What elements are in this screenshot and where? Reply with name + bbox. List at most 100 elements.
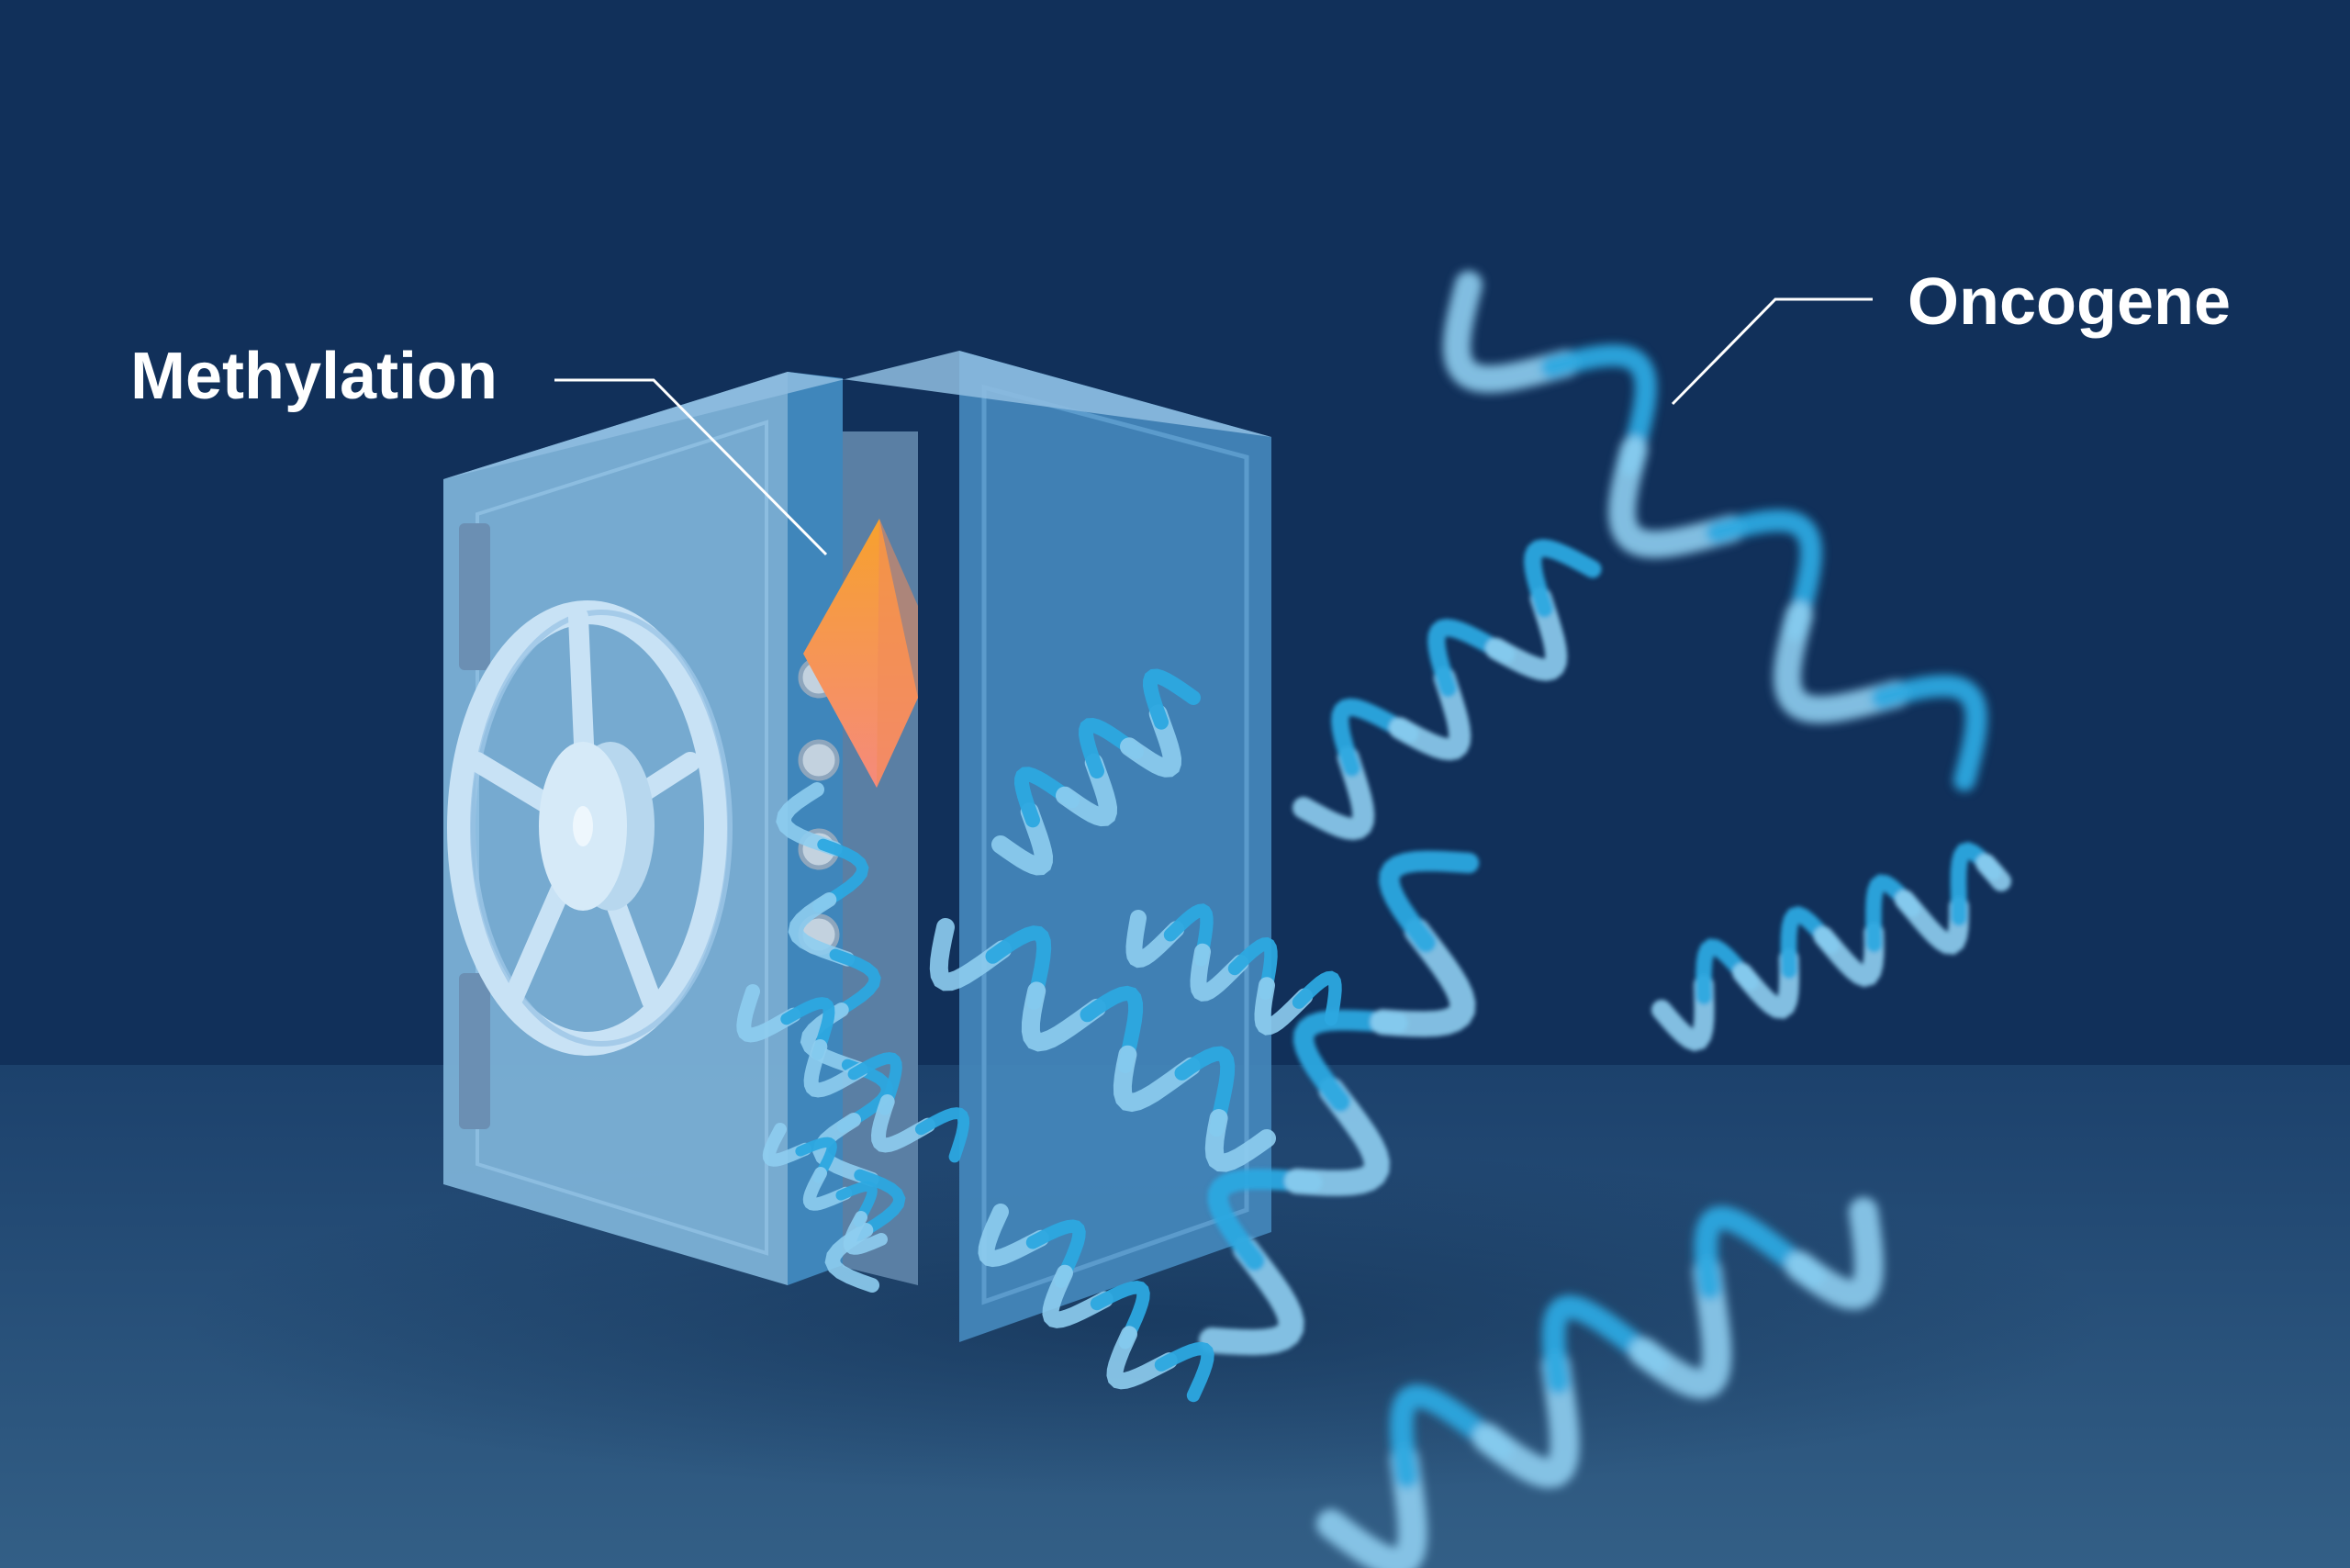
dna-ribbon-segment bbox=[1695, 938, 1759, 1005]
dna-ribbon-segment bbox=[1125, 910, 1185, 969]
dna-helix-icon bbox=[991, 668, 1201, 876]
dna-ribbon-segment bbox=[843, 1211, 888, 1255]
dna-ribbon-segment bbox=[1080, 985, 1144, 1074]
dna-ribbon-segment bbox=[1227, 936, 1278, 1001]
dna-ribbon-segment bbox=[1370, 918, 1476, 1037]
dna-ribbon-segment bbox=[1608, 436, 1746, 558]
dna-helix-icon bbox=[1443, 271, 1987, 791]
dna-ribbon-segment bbox=[812, 838, 869, 913]
dna-ribbon-segment bbox=[1389, 666, 1472, 761]
dna-ribbon-segment bbox=[1472, 1350, 1580, 1489]
dna-ribbon-segment bbox=[1025, 1219, 1086, 1288]
dna-ribbon-segment bbox=[1120, 704, 1182, 778]
dna-ribbon-segment bbox=[1541, 1294, 1670, 1394]
dna-ribbon-segment bbox=[1292, 1009, 1408, 1113]
safe-hinge-bottom bbox=[459, 973, 490, 1129]
safe-side-inset bbox=[981, 384, 1249, 1305]
dna-ribbon-segment bbox=[776, 782, 843, 857]
dna-ribbon-segment bbox=[1894, 890, 1969, 955]
dna-ribbon-segment bbox=[736, 984, 801, 1043]
dna-ribbon-segment bbox=[1379, 850, 1480, 953]
dna-ribbon-segment bbox=[1706, 510, 1822, 642]
dna-helix-icon bbox=[776, 782, 906, 1293]
dna-ribbon-segment bbox=[1078, 717, 1144, 778]
dna-ribbon-segment bbox=[1389, 1383, 1514, 1489]
dna-helices bbox=[736, 271, 2011, 1568]
dna-ribbon-segment bbox=[1732, 948, 1799, 1019]
dna-ribbon-segment bbox=[1056, 753, 1118, 827]
dna-helix-icon bbox=[1316, 1197, 1885, 1568]
dna-ribbon-segment bbox=[1154, 1341, 1214, 1403]
dna-helix-icon bbox=[762, 1123, 888, 1255]
dna-ribbon-segment bbox=[929, 918, 1012, 991]
dna-helix-icon bbox=[1199, 850, 1480, 1356]
dna-ribbon-segment bbox=[1540, 344, 1657, 476]
dna-ribbon-segment bbox=[1113, 1045, 1201, 1113]
dna-ribbon-segment bbox=[1204, 1109, 1276, 1172]
dna-ribbon-segment bbox=[1284, 1077, 1390, 1196]
dna-ribbon-segment bbox=[1292, 970, 1342, 1026]
dna-helix-icon bbox=[929, 918, 1276, 1172]
dna-ribbon-segment bbox=[1207, 1169, 1323, 1271]
dna-ribbon-segment bbox=[870, 1094, 935, 1153]
dna-helix-icon bbox=[736, 984, 970, 1163]
safe-hinge-top bbox=[459, 523, 490, 670]
dna-ribbon-segment bbox=[1427, 618, 1516, 698]
dna-ribbon-segment bbox=[1090, 1281, 1150, 1350]
dna-ribbon-segment bbox=[1524, 539, 1602, 618]
safe-wheel-icon bbox=[447, 600, 733, 1056]
dna-ribbon-segment bbox=[795, 1137, 837, 1183]
dna-ribbon-segment bbox=[1694, 1205, 1826, 1300]
dna-helix-icon bbox=[978, 1204, 1214, 1403]
dna-ribbon-segment bbox=[812, 1113, 879, 1187]
dna-ribbon-segment bbox=[1106, 1326, 1178, 1390]
oncogene-label: Oncogene bbox=[1908, 265, 2232, 339]
dna-ribbon-segment bbox=[1331, 698, 1419, 778]
dna-ribbon-segment bbox=[802, 1167, 853, 1211]
dna-ribbon-segment bbox=[1042, 1264, 1113, 1328]
dna-ribbon-segment bbox=[1190, 943, 1249, 1002]
dna-ribbon-segment bbox=[1813, 922, 1885, 988]
dna-ribbon-segment bbox=[1651, 974, 1715, 1052]
dna-ribbon-segment bbox=[1628, 1256, 1732, 1400]
dna-ribbon-segment bbox=[1292, 746, 1375, 841]
dna-ribbon-segment bbox=[1013, 767, 1080, 828]
dna-helix-icon bbox=[1125, 903, 1342, 1036]
dna-ribbon-segment bbox=[985, 925, 1052, 1010]
dna-ribbon-segment bbox=[1254, 977, 1314, 1036]
dna-ribbon-segment bbox=[1199, 1236, 1304, 1356]
dna-ribbon-segment bbox=[978, 1204, 1049, 1268]
dna-ribbon-segment bbox=[1865, 874, 1920, 953]
dna-ribbon-segment bbox=[835, 1181, 878, 1227]
dna-helix-icon bbox=[1292, 539, 1602, 841]
dna-ribbon-segment bbox=[1871, 675, 1987, 791]
dna-ribbon-segment bbox=[1316, 1444, 1427, 1568]
methylation-label: Methylation bbox=[130, 340, 498, 413]
dna-ribbon-segment bbox=[1142, 668, 1201, 730]
dna-ribbon-segment bbox=[991, 802, 1054, 876]
dna-ribbon-segment bbox=[788, 892, 855, 967]
dna-ribbon-segment bbox=[847, 1052, 902, 1115]
dna-ribbon-segment bbox=[1443, 271, 1581, 393]
dna-helix-icon bbox=[1651, 842, 2011, 1052]
dna-ribbon-segment bbox=[780, 997, 835, 1060]
dna-ribbon-segment bbox=[1774, 601, 1911, 723]
dna-ribbon-segment bbox=[849, 1169, 906, 1243]
methyl-tag-icon bbox=[803, 519, 918, 788]
dna-ribbon-segment bbox=[824, 948, 881, 1023]
dna-ribbon-segment bbox=[1780, 906, 1840, 980]
dna-ribbon-segment bbox=[1785, 1197, 1885, 1310]
dna-ribbon-segment bbox=[1975, 853, 2011, 891]
safe-top bbox=[443, 351, 1271, 479]
oncogene-leader-line bbox=[1671, 297, 1873, 406]
dna-ribbon-segment bbox=[1485, 587, 1568, 681]
dna-ribbon-segment bbox=[1163, 903, 1214, 967]
dna-ribbon-segment bbox=[914, 1107, 970, 1163]
dna-ribbon-segment bbox=[762, 1123, 812, 1167]
safe-side-panel bbox=[959, 351, 1271, 1342]
dna-ribbon-segment bbox=[1021, 981, 1106, 1052]
methylation-leader-line bbox=[554, 378, 828, 556]
dna-ribbon-segment bbox=[1174, 1046, 1236, 1137]
